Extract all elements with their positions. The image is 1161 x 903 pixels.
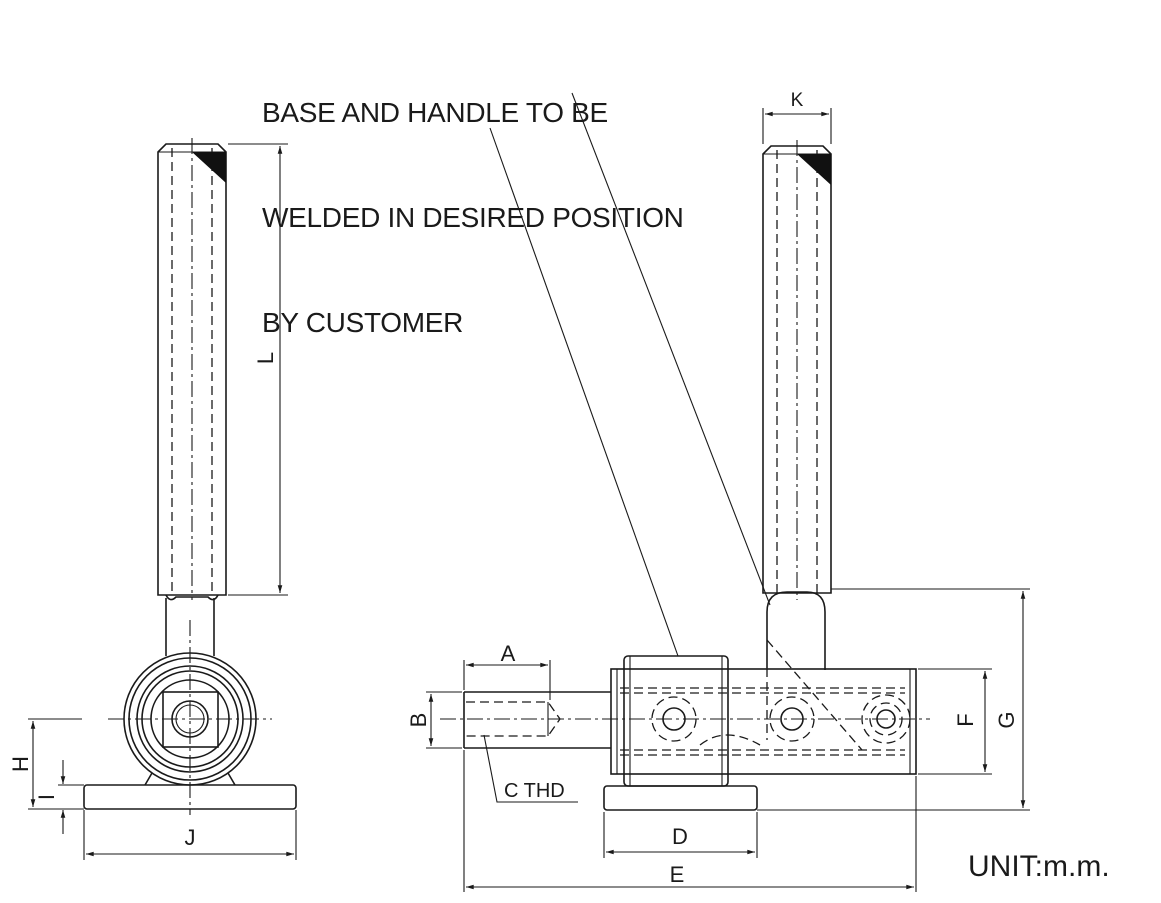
leader-line-handle — [571, 92, 771, 606]
unit-label: UNIT:m.m. — [968, 850, 1110, 883]
weld-symbol — [797, 154, 831, 185]
pivot-circles — [108, 652, 272, 786]
clamp-collar — [623, 655, 729, 787]
dim-label-k: K — [791, 90, 804, 111]
note-line-2: WELDED IN DESIRED POSITION — [262, 202, 684, 233]
weld-symbol — [192, 152, 226, 183]
base-plate-end-view — [83, 784, 297, 810]
handle-side-view — [762, 140, 832, 600]
dim-label-a: A — [501, 641, 516, 666]
dim-label-g: G — [994, 711, 1019, 728]
dim-label-f: F — [953, 713, 978, 726]
dim-label-h: H — [8, 756, 33, 772]
dim-label-l: L — [253, 352, 278, 364]
plunger — [463, 691, 611, 749]
side-view: A B C THD D E F G K — [406, 90, 1030, 892]
leader-line-collar — [489, 127, 679, 657]
base-plate-side-view — [603, 785, 758, 811]
dim-label-c-thd: C THD — [504, 780, 565, 802]
clamp-body — [610, 668, 917, 775]
dim-label-j: J — [185, 825, 196, 850]
dim-label-d: D — [672, 824, 688, 849]
end-view: H I J L — [8, 138, 297, 860]
dim-label-i: I — [34, 794, 59, 800]
handle-end-view — [157, 138, 227, 601]
dim-label-b: B — [406, 713, 431, 728]
note-line-1: BASE AND HANDLE TO BE — [262, 97, 608, 128]
dim-label-e: E — [670, 862, 685, 887]
welding-note: BASE AND HANDLE TO BE WELDED IN DESIRED … — [262, 25, 684, 375]
